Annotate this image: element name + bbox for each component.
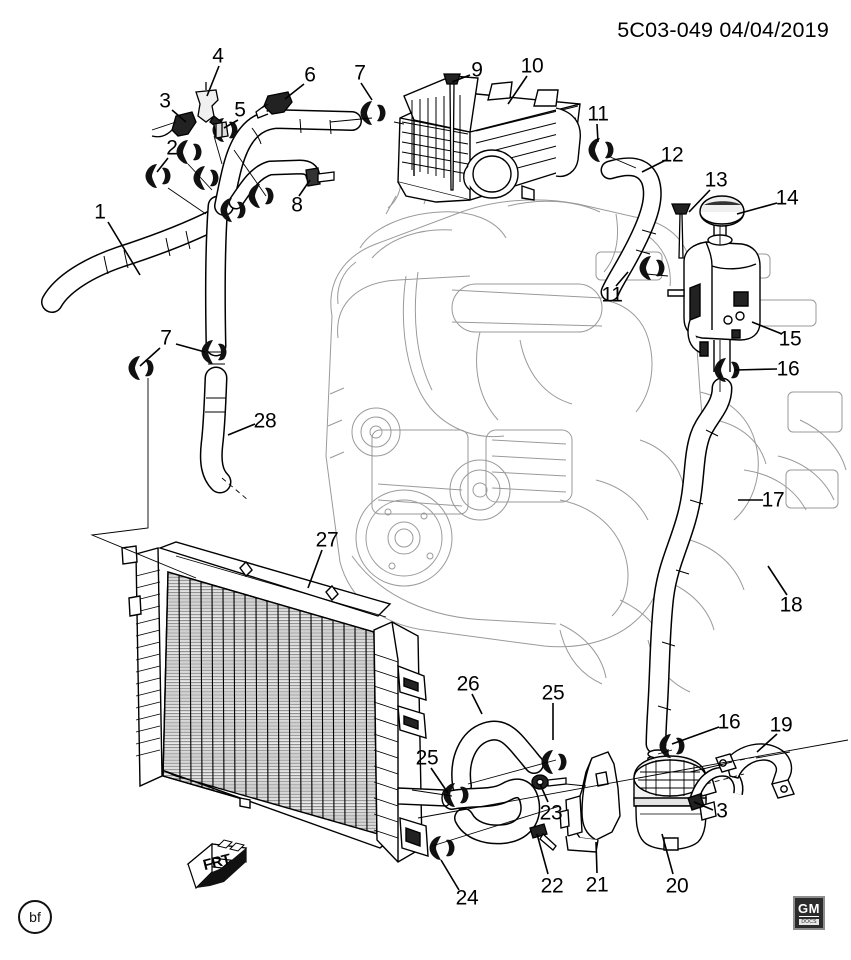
callout-24: 24 xyxy=(455,886,479,910)
callout-15: 15 xyxy=(778,327,802,351)
callout-13: 13 xyxy=(704,168,728,192)
hose-clip-5 xyxy=(213,121,229,139)
callout-20: 20 xyxy=(665,874,689,898)
callout-1: 1 xyxy=(94,200,106,224)
callout-11-upper: 11 xyxy=(587,102,609,126)
callout-23: 23 xyxy=(539,801,563,825)
drawing-number: 5C03-049 04/04/2019 xyxy=(617,18,829,42)
hose-bracket-6 xyxy=(255,91,293,119)
coolant-hoses xyxy=(41,109,733,845)
callout-7-lower: 7 xyxy=(160,326,172,350)
coolant-surge-tank xyxy=(667,195,761,372)
bolt-13 xyxy=(671,203,691,259)
callout-9: 9 xyxy=(471,58,483,82)
callout-18: 18 xyxy=(779,593,803,617)
callout-4: 4 xyxy=(212,44,224,68)
callout-14: 14 xyxy=(775,186,799,210)
gm-logo: GM DOCS xyxy=(793,896,825,930)
callout-27: 27 xyxy=(315,528,339,552)
leader-lines xyxy=(107,65,788,891)
gm-logo-sub: DOCS xyxy=(799,918,819,925)
bolt-9 xyxy=(443,73,461,191)
revision-mark: bf xyxy=(18,900,52,934)
callout-16-lower: 16 xyxy=(717,710,741,734)
callout-28: 28 xyxy=(253,409,277,433)
front-direction-arrow xyxy=(186,839,248,890)
callout-5: 5 xyxy=(234,98,246,122)
engine-phantom xyxy=(325,143,847,693)
callout-6: 6 xyxy=(304,63,316,87)
callout-25-lower: 25 xyxy=(415,746,439,770)
phantom-center-lines xyxy=(221,477,761,785)
callout-21: 21 xyxy=(585,873,609,897)
callout-3-lower: 3 xyxy=(716,799,728,823)
callout-7: 7 xyxy=(354,61,366,85)
callout-25-upper: 25 xyxy=(541,681,565,705)
pump-mounting-bracket xyxy=(559,751,621,853)
callout-10: 10 xyxy=(520,54,544,78)
radiator xyxy=(121,541,451,863)
charge-air-cooler xyxy=(397,75,581,203)
bolt-22 xyxy=(529,823,557,851)
retainer-clip-3 xyxy=(151,111,197,138)
callout-16-upper: 16 xyxy=(776,357,800,381)
quick-connect-8 xyxy=(305,167,335,187)
callout-2: 2 xyxy=(166,136,178,160)
callout-8: 8 xyxy=(291,193,303,217)
callout-19: 19 xyxy=(769,713,793,737)
assembly-lines xyxy=(90,103,849,847)
callout-26: 26 xyxy=(456,672,480,696)
callout-3: 3 xyxy=(159,89,171,113)
callout-22: 22 xyxy=(540,874,564,898)
callout-17: 17 xyxy=(761,488,785,512)
callout-11-lower: 11 xyxy=(601,283,623,307)
callout-12: 12 xyxy=(660,143,684,167)
gm-logo-brand: GM xyxy=(798,900,820,916)
bolt-23 xyxy=(531,774,567,790)
gm-logo-rule xyxy=(799,916,819,917)
